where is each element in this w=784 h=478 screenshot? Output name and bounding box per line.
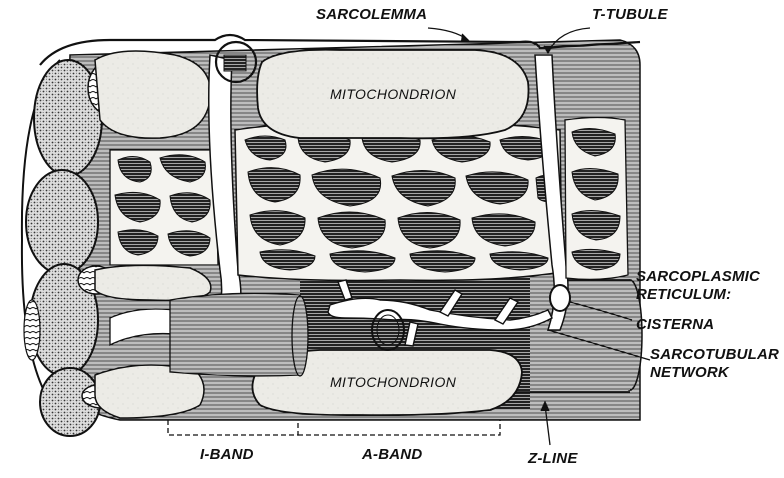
a-band-label: A-BAND — [362, 446, 422, 463]
t-tubule-opening-block — [224, 55, 246, 71]
i-band-bracket — [168, 420, 298, 435]
cisterna-ring — [550, 285, 570, 311]
mitochondrion-bottom-label: MITOCHONDRION — [330, 374, 456, 391]
band-brackets — [168, 420, 500, 435]
a-band-bracket — [298, 420, 500, 435]
lower-sr-cylinder — [170, 293, 308, 376]
left-sr-network — [110, 150, 218, 265]
sarcolemma-label: SARCOLEMMA — [316, 6, 427, 23]
left-mito-mid — [95, 265, 211, 300]
i-band-cylinder-end — [292, 296, 308, 376]
sarcolemma-arrowhead — [461, 34, 468, 41]
left-mito-top — [95, 51, 211, 138]
sarcotubular-label-line2: NETWORK — [650, 364, 729, 381]
t-tubule-label: T-TUBULE — [592, 6, 668, 23]
cisterna-label: CISTERNA — [636, 316, 714, 333]
sarcoplasmic-reticulum-label-line2: RETICULUM: — [636, 286, 731, 303]
mitochondrion-top-label: MITOCHONDRION — [330, 86, 456, 103]
myofibril-end-2 — [26, 170, 98, 274]
i-band-cylinder — [170, 293, 300, 376]
sarcoplasmic-reticulum-label-line1: SARCOPLASMIC — [636, 268, 760, 285]
z-line-label: Z-LINE — [528, 450, 578, 467]
i-band-label: I-BAND — [200, 446, 254, 463]
central-sr-network — [235, 122, 562, 281]
sarcotubular-label-line1: SARCOTUBULAR — [650, 346, 779, 363]
small-mito-4 — [24, 300, 40, 360]
